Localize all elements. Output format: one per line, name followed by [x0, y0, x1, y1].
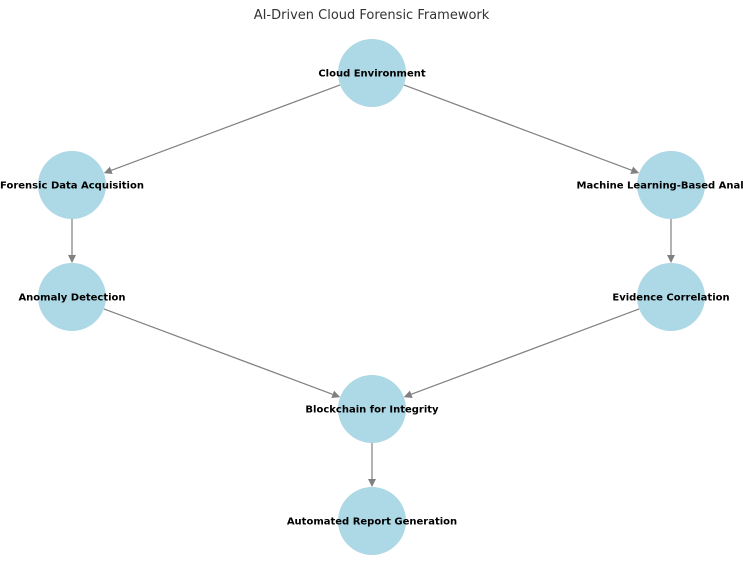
node-evid: Evidence Correlation [612, 263, 730, 331]
node-label: Evidence Correlation [612, 293, 729, 304]
node-circle [338, 39, 406, 107]
node-circle [338, 487, 406, 555]
node-circle [38, 151, 106, 219]
node-circle [38, 263, 106, 331]
edge-evid-to-block [403, 308, 640, 399]
node-cloud: Cloud Environment [318, 39, 426, 107]
node-label: Blockchain for Integrity [305, 405, 439, 416]
node-circle [338, 375, 406, 443]
node-label: Anomaly Detection [18, 293, 125, 304]
edge-cloud-to-ml [403, 84, 640, 175]
node-label: Cloud Environment [318, 69, 426, 80]
edge-anom-to-block [103, 308, 341, 399]
node-anom: Anomaly Detection [18, 263, 126, 331]
node-circle [637, 151, 705, 219]
diagram-title: AI-Driven Cloud Forensic Framework [254, 8, 490, 23]
edge-cloud-to-acq [103, 84, 341, 175]
node-ml: Machine Learning-Based Analysis [577, 151, 743, 219]
node-block: Blockchain for Integrity [305, 375, 439, 443]
node-label: Forensic Data Acquisition [0, 181, 144, 192]
node-label: Machine Learning-Based Analysis [577, 181, 743, 192]
edges [68, 84, 675, 487]
node-acq: Forensic Data Acquisition [0, 151, 144, 219]
node-circle [637, 263, 705, 331]
node-label: Automated Report Generation [287, 517, 457, 528]
node-report: Automated Report Generation [287, 487, 457, 555]
